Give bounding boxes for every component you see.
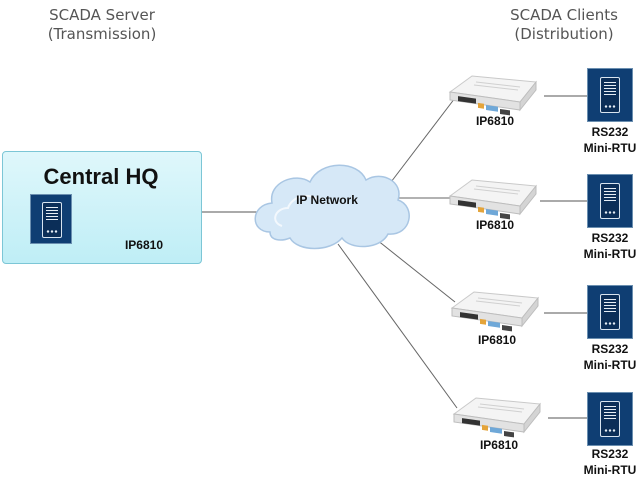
- client4-device-label: IP6810: [479, 438, 519, 452]
- client4-rtu-label: RS232 Mini-RTU: [578, 446, 640, 478]
- client1-rtu-line2: Mini-RTU: [583, 141, 637, 155]
- header-right: SCADA Clients (Distribution): [484, 6, 640, 44]
- client3-rtu-icon: [587, 285, 633, 339]
- ip-network-cloud: [254, 164, 410, 250]
- ip-network-label: IP Network: [296, 193, 358, 207]
- hq-device-label: IP6810: [124, 238, 164, 252]
- central-hq-title: Central HQ: [43, 164, 159, 189]
- client1-rtu-line1: RS232: [591, 125, 629, 139]
- client2-rtu-line1: RS232: [591, 231, 629, 245]
- client1-device-label: IP6810: [475, 114, 515, 128]
- header-left-line1: SCADA Server: [49, 6, 155, 24]
- client2-rtu-icon: [587, 174, 633, 228]
- header-right-line2: (Distribution): [514, 25, 614, 43]
- hq-server-icon: [30, 194, 72, 244]
- client2-rtu-label: RS232 Mini-RTU: [578, 230, 640, 262]
- client1-device-ip6810: [449, 75, 537, 116]
- client4-rtu-line1: RS232: [591, 447, 629, 461]
- client3-rtu-label: RS232 Mini-RTU: [578, 341, 640, 373]
- client3-device-ip6810: [451, 291, 539, 332]
- client2-rtu-line2: Mini-RTU: [583, 247, 637, 261]
- header-left: SCADA Server (Transmission): [22, 6, 182, 44]
- header-right-line1: SCADA Clients: [510, 6, 618, 24]
- link-network-client3: [371, 235, 456, 303]
- client3-rtu-line1: RS232: [591, 342, 629, 356]
- client2-device-ip6810: [449, 179, 537, 220]
- client4-device-ip6810: [453, 397, 541, 438]
- link-network-client4: [337, 243, 458, 409]
- link-network-client1: [387, 97, 456, 187]
- header-left-line2: (Transmission): [47, 25, 157, 43]
- client1-rtu-label: RS232 Mini-RTU: [578, 124, 640, 156]
- client1-rtu-icon: [587, 68, 633, 122]
- client4-rtu-line2: Mini-RTU: [583, 463, 637, 477]
- client2-device-label: IP6810: [475, 218, 515, 232]
- client3-device-label: IP6810: [477, 333, 517, 347]
- client4-rtu-icon: [587, 392, 633, 446]
- client3-rtu-line2: Mini-RTU: [583, 358, 637, 372]
